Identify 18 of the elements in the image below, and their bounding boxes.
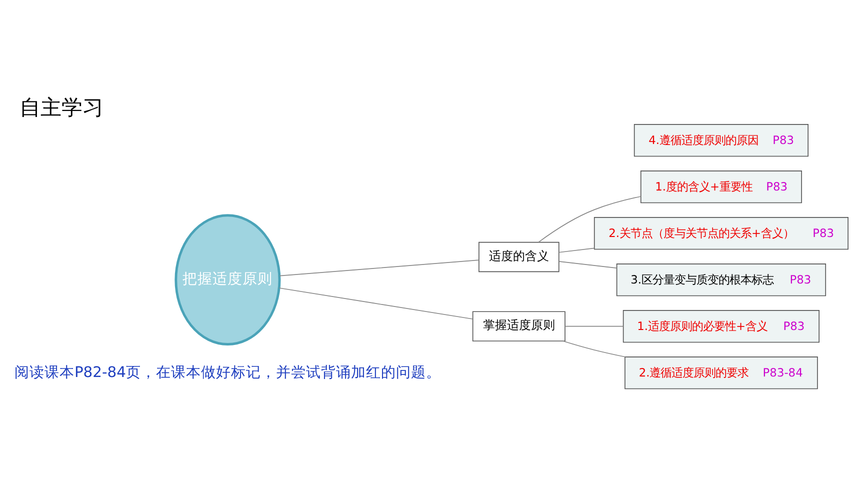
node-box: 2.遵循适度原则的要求 P83-84 (624, 356, 818, 390)
connector (538, 196, 642, 243)
node-box: 1.度的含义+重要性 P83 (640, 170, 802, 204)
connector (278, 288, 474, 320)
node-box: 2.关节点（度与关节点的关系+含义） P83 (594, 217, 848, 250)
connector (562, 340, 626, 358)
diagram-title: 自主学习 (20, 94, 104, 120)
connector (558, 261, 618, 268)
connector (558, 248, 595, 253)
label: 阅读课本P82-84页，在课本做好标记，并尝试背诵加红的问题。 (14, 364, 441, 382)
node-box: 1.适度原则的必要性+含义 P83 (622, 310, 820, 343)
node-ellipse: 把握适度原则 (174, 214, 281, 346)
node-box: 掌握适度原则 (472, 311, 566, 342)
node-box: 4.遵循适度原则的原因 P83 (634, 124, 808, 157)
connector (564, 326, 624, 327)
node-box: 3.区分量变与质变的根本标志 P83 (616, 264, 826, 296)
node-box: 适度的含义 (478, 242, 560, 272)
connector (279, 260, 480, 276)
